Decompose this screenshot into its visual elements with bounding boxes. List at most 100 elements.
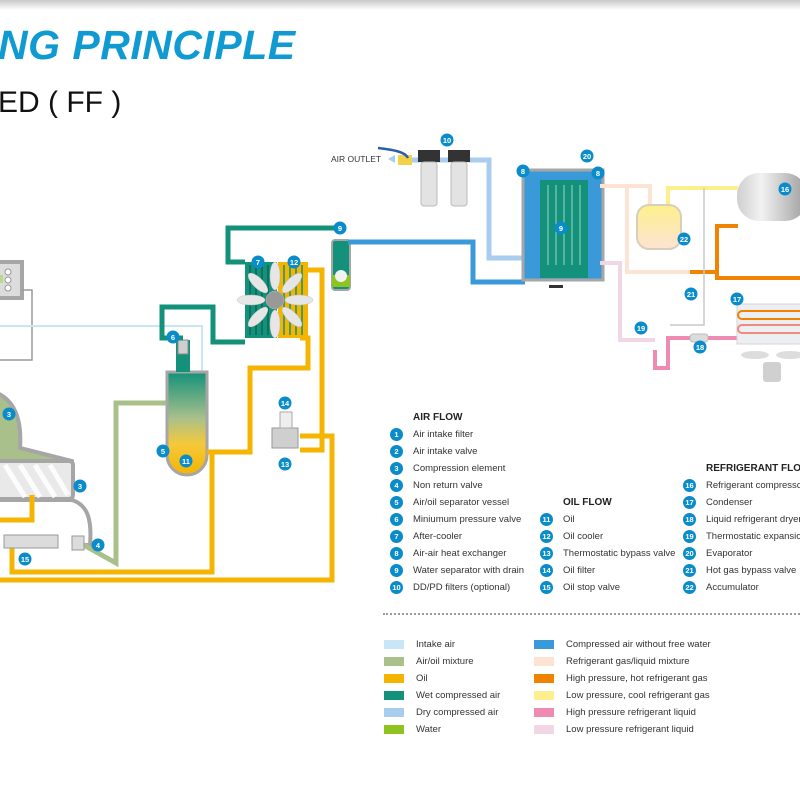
callout-badge: 11 [179,454,193,468]
legend-item-label: DD/PD filters (optional) [413,581,511,593]
callout-badge: 20 [580,149,594,163]
color-swatch [384,639,404,649]
legend-item-label: Air/oil separator vessel [413,496,510,508]
number-badge: 17 [683,495,696,509]
control-panel [0,260,33,361]
callout-badge: 6 [166,330,180,344]
svg-text:6: 6 [171,333,175,342]
legend-item: 21 Hot gas bypass valve [683,562,796,578]
number-badge: 19 [683,529,696,543]
color-legend-label: Refrigerant gas/liquid mixture [566,655,690,667]
callout-badge: 9 [554,221,568,235]
legend-item-label: After-cooler [413,530,463,542]
number-badge: 5 [390,495,403,509]
legend-item: 17 Condenser [683,494,752,510]
color-legend-item: Dry compressed air [384,704,498,720]
svg-text:14: 14 [281,399,290,408]
number-badge: 9 [390,563,403,577]
callout-badge: 8 [516,164,530,178]
number-badge: 15 [540,580,553,594]
callout-badge: 15 [18,552,32,566]
svg-text:16: 16 [781,185,789,194]
svg-text:5: 5 [161,447,165,456]
color-legend-item: Intake air [384,636,455,652]
color-swatch [534,656,554,666]
number-badge: 16 [683,478,696,492]
color-legend-item: Low pressure, cool refrigerant gas [534,687,710,703]
legend-item-label: Compression element [413,462,506,474]
dry-air-pipe [348,239,525,285]
color-swatch [384,690,404,700]
page-title: NG PRINCIPLE [0,22,296,68]
number-badge: 8 [390,546,403,560]
color-swatch [384,707,404,717]
color-legend-label: Water [416,723,441,735]
legend-item-label: Oil filter [563,564,596,576]
legend-item-label: Condenser [706,496,753,508]
legend-item-label: Air intake filter [413,428,474,440]
legend-heading-oil-flow: OIL FLOW [563,497,612,508]
number-badge: 7 [390,529,403,543]
color-legend-item: Low pressure refrigerant liquid [534,721,694,737]
svg-text:3: 3 [78,482,82,491]
page-subtitle: ED ( FF ) [0,86,122,119]
legend-item-label: Thermostatic bypass valve [563,547,676,559]
callout-badge: 10 [440,133,454,147]
svg-text:19: 19 [637,324,645,333]
color-swatch [534,724,554,734]
number-badge: 4 [390,478,403,492]
air-oil-separator-vessel [165,339,209,477]
legend-item: 4 Non return valve [390,477,483,493]
legend-item-label: Evaporator [706,547,753,559]
svg-text:13: 13 [281,460,289,469]
color-legend-label: Wet compressed air [416,689,501,701]
number-badge: 21 [683,563,696,577]
legend-heading-refrigerant-flow: REFRIGERANT FLOW [706,463,800,474]
svg-text:21: 21 [687,290,695,299]
color-legend-label: Low pressure refrigerant liquid [566,723,694,735]
callout-badge: 5 [156,444,170,458]
color-legend-item: Wet compressed air [384,687,500,703]
callout-badge: 19 [634,321,648,335]
callout-badge: 21 [684,287,698,301]
legend-item-label: Accumulator [706,581,759,593]
color-swatch [534,639,554,649]
color-legend-label: Low pressure, cool refrigerant gas [566,689,710,701]
legend-item-label: Oil cooler [563,530,604,542]
color-swatch [384,656,404,666]
dd-pd-filters [377,146,470,207]
legend-item: 7 After-cooler [390,528,462,544]
svg-text:17: 17 [733,295,741,304]
dry-compressed-air-pipe [398,157,525,261]
svg-text:15: 15 [21,555,29,564]
color-legend-label: Intake air [416,638,456,650]
color-swatch [534,673,554,683]
callout-badge: 8 [591,166,605,180]
number-badge: 10 [390,580,403,594]
legend-item-label: Hot gas bypass valve [706,564,797,576]
svg-text:10: 10 [443,136,451,145]
svg-text:4: 4 [96,541,101,550]
compression-element [0,392,93,547]
refrigerant-compressor-tank [737,173,800,221]
number-badge: 2 [390,444,403,458]
legend-item-label: Non return valve [413,479,483,491]
water-separator [331,239,351,291]
legend-item-label: Liquid refrigerant dryer [706,513,800,525]
number-badge: 18 [683,512,696,526]
color-legend-label: Compressed air without free water [566,638,711,650]
svg-text:20: 20 [583,152,591,161]
color-legend-item: Compressed air without free water [534,636,711,652]
